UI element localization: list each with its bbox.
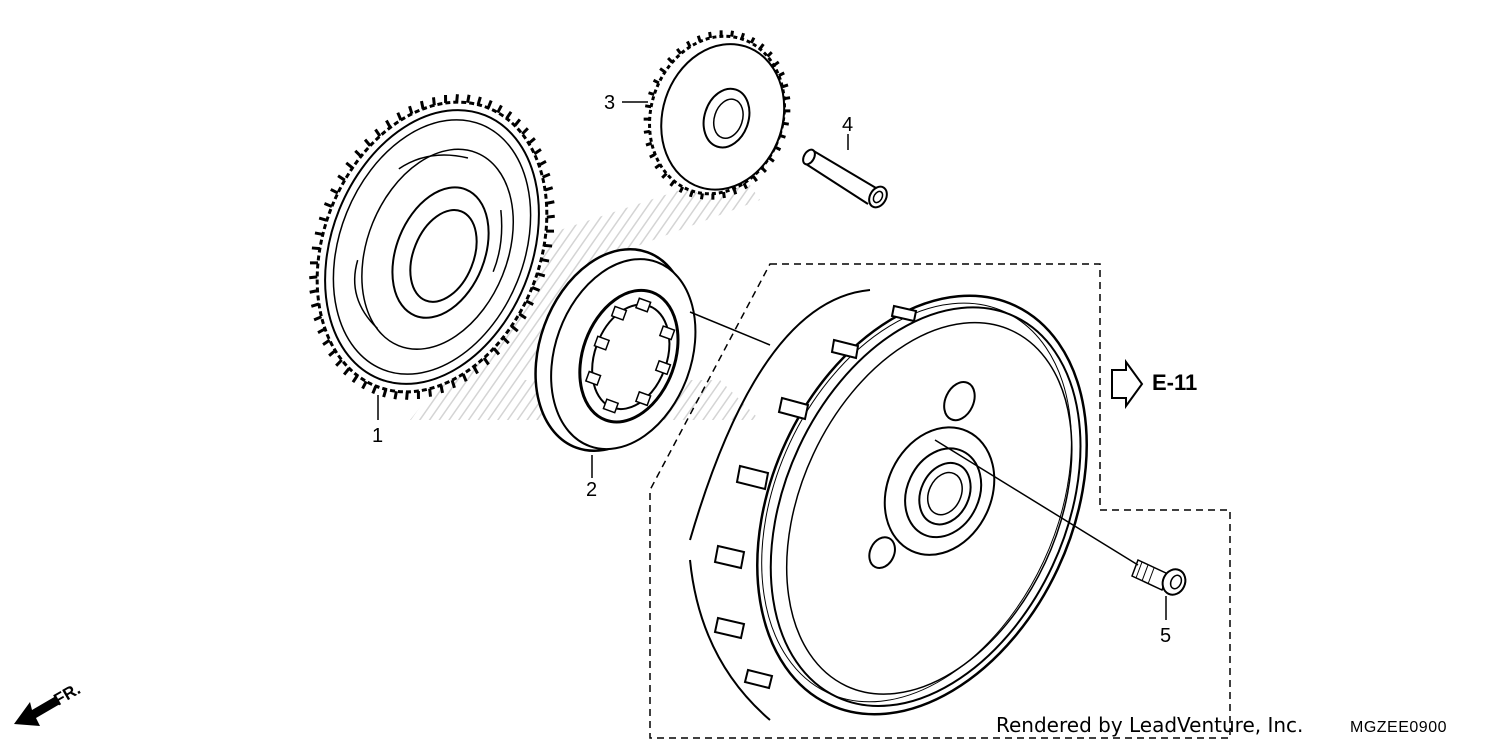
starter-clutch-outer-icon[interactable]: [689, 242, 1151, 750]
driven-gear-teeth: [309, 94, 555, 400]
diagram-code: MGZEE0900: [1350, 719, 1447, 736]
arrow-right-icon: [1111, 358, 1144, 410]
reference-label[interactable]: E-11: [1152, 370, 1197, 395]
callout-4[interactable]: 4: [842, 114, 853, 136]
credit-text: Rendered by LeadVenture, Inc.: [996, 713, 1303, 737]
callout-1[interactable]: 1: [372, 425, 383, 447]
arrow-down-left-icon: [14, 696, 60, 726]
leader-lines: [377, 101, 1167, 620]
front-direction-indicator: FR.: [14, 679, 84, 726]
watermark-logo: [410, 170, 760, 420]
callout-2[interactable]: 2: [586, 479, 597, 501]
one-way-clutch-icon[interactable]: [509, 228, 723, 475]
callout-5[interactable]: 5: [1160, 625, 1171, 647]
idle-gear-teeth: [643, 30, 791, 200]
bolt-icon[interactable]: [1131, 558, 1189, 598]
reference-link-e11[interactable]: E-11: [1111, 358, 1197, 410]
callout-3[interactable]: 3: [604, 92, 615, 114]
shaft-icon[interactable]: [801, 148, 891, 211]
driven-gear-icon[interactable]: [276, 67, 589, 426]
idle-gear-icon[interactable]: [630, 19, 805, 212]
assembly-boundary: [649, 263, 1231, 739]
